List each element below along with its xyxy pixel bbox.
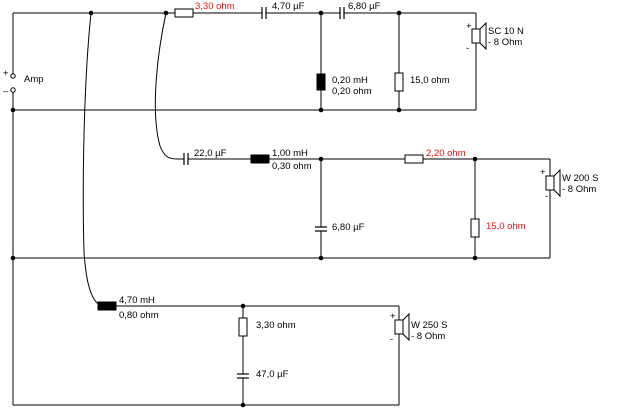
tweeter-shunt-resistor-label: 15,0 ohm bbox=[410, 75, 450, 86]
tweeter-series-cap-2[interactable] bbox=[339, 7, 345, 19]
tweeter-shunt-inductor-r-label: 0,20 ohm bbox=[332, 86, 372, 97]
tweeter-series-resistor-label: 3,30 ohm bbox=[195, 1, 235, 12]
woofer-series-inductor[interactable] bbox=[97, 301, 117, 311]
junction-nodes bbox=[10, 10, 478, 408]
junction-node bbox=[240, 303, 246, 309]
junction-node bbox=[472, 156, 478, 162]
tweeter-series-cap-2-label: 6,80 µF bbox=[348, 1, 381, 12]
tweeter-speaker-icon[interactable] bbox=[471, 21, 487, 51]
tweeter-series-cap-1[interactable] bbox=[261, 7, 267, 19]
amp-plus-sign: + bbox=[3, 68, 9, 79]
tweeter-branch: 3,30 ohm 4,70 µF 6,80 µF 0,20 mH 0,20 oh… bbox=[174, 1, 524, 110]
mid-shunt-cap-label: 6,80 µF bbox=[332, 222, 365, 233]
midrange-branch: 22,0 µF 1,00 mH 0,30 ohm 6,80 µF 2,20 oh… bbox=[177, 148, 598, 258]
woofer-branch: 4,70 mH 0,80 ohm 3,30 ohm 47,0 µF + - W … bbox=[97, 295, 447, 405]
junction-node bbox=[318, 107, 324, 113]
tweeter-series-cap-1-label: 4,70 µF bbox=[272, 1, 305, 12]
junction-node bbox=[10, 107, 16, 113]
woofer-zobel-cap-label: 47,0 µF bbox=[256, 369, 289, 380]
tweeter-speaker-minus: - bbox=[466, 43, 469, 54]
junction-node bbox=[88, 10, 94, 16]
woofer-zobel-resistor-label: 3,30 ohm bbox=[256, 320, 296, 331]
mid-speaker-name: W 200 S bbox=[562, 173, 598, 184]
woofer-speaker-impedance: - 8 Ohm bbox=[411, 331, 445, 342]
junction-node bbox=[472, 255, 478, 261]
ground-and-bus-wires bbox=[12, 12, 550, 406]
junction-node bbox=[318, 255, 324, 261]
amp-minus-terminal[interactable] bbox=[10, 87, 16, 93]
junction-node bbox=[396, 107, 402, 113]
mid-series-cap[interactable] bbox=[183, 153, 189, 165]
junction-node bbox=[396, 10, 402, 16]
junction-node bbox=[10, 255, 16, 261]
woofer-series-inductor-l-label: 4,70 mH bbox=[119, 295, 155, 306]
junction-node bbox=[240, 402, 246, 408]
mid-speaker-plus: + bbox=[540, 167, 546, 178]
tweeter-shunt-resistor[interactable] bbox=[394, 72, 404, 92]
amp-label: Amp bbox=[24, 74, 44, 85]
tweeter-shunt-inductor[interactable] bbox=[316, 73, 326, 91]
mid-series-cap-label: 22,0 µF bbox=[194, 148, 227, 159]
tweeter-speaker-impedance: - 8 Ohm bbox=[488, 37, 522, 48]
feed-wires bbox=[82, 12, 178, 307]
mid-series-inductor[interactable] bbox=[250, 154, 270, 164]
mid-speaker-minus: - bbox=[545, 191, 548, 202]
tweeter-speaker-plus: + bbox=[466, 21, 472, 32]
mid-shunt-cap[interactable] bbox=[315, 226, 327, 232]
mid-shunt-resistor[interactable] bbox=[470, 218, 480, 238]
woofer-speaker-minus: - bbox=[390, 334, 393, 345]
woofer-zobel-resistor[interactable] bbox=[238, 317, 248, 337]
amp-input: + – Amp bbox=[3, 68, 44, 97]
junction-node bbox=[163, 10, 169, 16]
woofer-series-inductor-r-label: 0,80 ohm bbox=[119, 310, 159, 321]
woofer-speaker-plus: + bbox=[390, 311, 396, 322]
tweeter-speaker-name: SC 10 N bbox=[488, 26, 524, 37]
mid-speaker-impedance: - 8 Ohm bbox=[562, 184, 596, 195]
amp-plus-terminal[interactable] bbox=[10, 73, 16, 79]
amp-minus-sign: – bbox=[3, 86, 9, 97]
woofer-zobel-cap[interactable] bbox=[237, 373, 249, 379]
tweeter-series-resistor[interactable] bbox=[174, 8, 194, 18]
mid-series-inductor-l-label: 1,00 mH bbox=[272, 148, 308, 159]
junction-node bbox=[318, 156, 324, 162]
mid-series-resistor[interactable] bbox=[404, 154, 424, 164]
mid-speaker-icon[interactable] bbox=[545, 168, 561, 198]
woofer-speaker-name: W 250 S bbox=[411, 320, 447, 331]
mid-series-inductor-r-label: 0,30 ohm bbox=[272, 161, 312, 172]
junction-node bbox=[318, 10, 324, 16]
mid-shunt-resistor-label: 15,0 ohm bbox=[486, 221, 526, 232]
mid-series-resistor-label: 2,20 ohm bbox=[426, 148, 466, 159]
woofer-speaker-icon[interactable] bbox=[394, 312, 410, 342]
tweeter-shunt-inductor-l-label: 0,20 mH bbox=[332, 75, 368, 86]
